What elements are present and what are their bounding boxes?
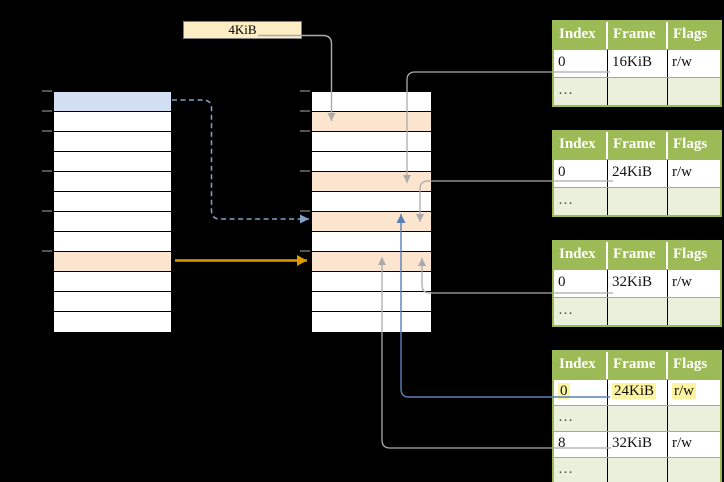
index-cell: 0 [554,50,608,77]
virtual-memory-column [53,91,172,333]
highlight-mark: 24KiB [612,383,657,399]
virtual-page-row [54,232,171,252]
flags-cell: r/w [672,54,692,70]
index-cell: … [554,298,608,325]
frame-cell [608,78,668,105]
flags-cell: r/w [668,380,720,405]
table-row: 0 32KiB r/w [554,269,720,297]
frame-cell: 16KiB [608,50,668,77]
frame-cell [608,406,668,431]
page-table-3: Index Frame Flags 0 32KiB r/w … [552,240,722,327]
virtual-page-row [54,112,171,132]
virtual-page-row [54,212,171,232]
flags-cell [668,78,720,105]
highlight-mark: 0 [558,383,570,399]
column-header-flags: Flags [673,26,708,42]
flags-cell: r/w [672,164,692,180]
page-table-1: Index Frame Flags 0 16KiB r/w … [552,20,722,107]
virtual-page-row-highlighted-orange [54,252,171,272]
virtual-page-row [54,312,171,332]
flags-cell [668,298,720,325]
column-header-frame: Frame [608,22,668,49]
arrow-virtual-blue-to-frame-dashed [172,99,309,224]
column-header-index: Index [554,352,608,379]
column-header-flags: Flags [673,356,708,372]
column-header-frame: Frame [608,132,668,159]
flags-cell: r/w [672,274,692,290]
flags-cell: r/w [672,435,692,451]
flags-cell [668,188,720,215]
physical-frame-row-mapped [312,172,431,192]
physical-frame-row-mapped [312,112,431,132]
page-table-2: Index Frame Flags 0 24KiB r/w … [552,130,722,217]
frame-cell [608,298,668,325]
virtual-page-row [54,152,171,172]
index-cell: … [554,188,608,215]
table-row-highlighted: 0 24KiB r/w [554,379,720,405]
index-cell: … [554,78,608,105]
physical-frame-row [312,272,431,292]
physical-frame-row [312,312,431,332]
table-row: 8 32KiB r/w [554,431,720,457]
index-cell: … [554,406,608,431]
table-header-row: Index Frame Flags [554,352,720,379]
physical-frame-row [312,132,431,152]
frame-cell: 24KiB [608,380,668,405]
column-header-frame: Frame [608,242,668,269]
physical-column-tick-marks [300,90,310,252]
frame-cell: 24KiB [608,160,668,187]
page-table-4: Index Frame Flags 0 24KiB r/w … 8 32KiB … [552,350,722,482]
table-row-ellipsis: … [554,187,720,215]
column-header-index: Index [554,242,608,269]
table-row-ellipsis: … [554,77,720,105]
index-cell: 0 [554,160,608,187]
virtual-column-tick-marks [42,90,52,252]
column-header-index: Index [554,132,608,159]
virtual-page-row [54,172,171,192]
virtual-page-row [54,132,171,152]
table-header-row: Index Frame Flags [554,132,720,159]
column-header-flags: Flags [673,246,708,262]
frame-cell [608,458,668,482]
column-header-index: Index [554,22,608,49]
table-header-row: Index Frame Flags [554,242,720,269]
index-cell: 0 [554,270,608,297]
frame-cell: 32KiB [608,432,668,457]
physical-frame-row [312,292,431,312]
physical-frame-row [312,192,431,212]
physical-frame-row [312,232,431,252]
table-row-ellipsis: … [554,457,720,482]
frame-size-label: 4KiB [183,21,302,39]
virtual-page-row [54,272,171,292]
physical-frame-row [312,152,431,172]
column-header-flags: Flags [673,136,708,152]
physical-memory-column [311,91,432,333]
virtual-page-row [54,192,171,212]
virtual-page-row [54,292,171,312]
physical-frame-row-mapped [312,252,431,272]
table-row-ellipsis: … [554,297,720,325]
frame-cell [608,188,668,215]
index-cell: … [554,458,608,482]
virtual-page-row-highlighted-blue [54,92,171,112]
flags-cell [668,458,720,482]
index-cell: 0 [554,380,608,405]
physical-frame-row-mapped [312,212,431,232]
highlight-mark: r/w [672,383,696,399]
flags-cell [668,406,720,431]
table-row: 0 16KiB r/w [554,49,720,77]
table-row: 0 24KiB r/w [554,159,720,187]
column-header-frame: Frame [608,352,668,379]
index-cell: 8 [554,432,608,457]
table-row-ellipsis: … [554,405,720,431]
frame-cell: 32KiB [608,270,668,297]
table-header-row: Index Frame Flags [554,22,720,49]
physical-frame-row [312,92,431,112]
